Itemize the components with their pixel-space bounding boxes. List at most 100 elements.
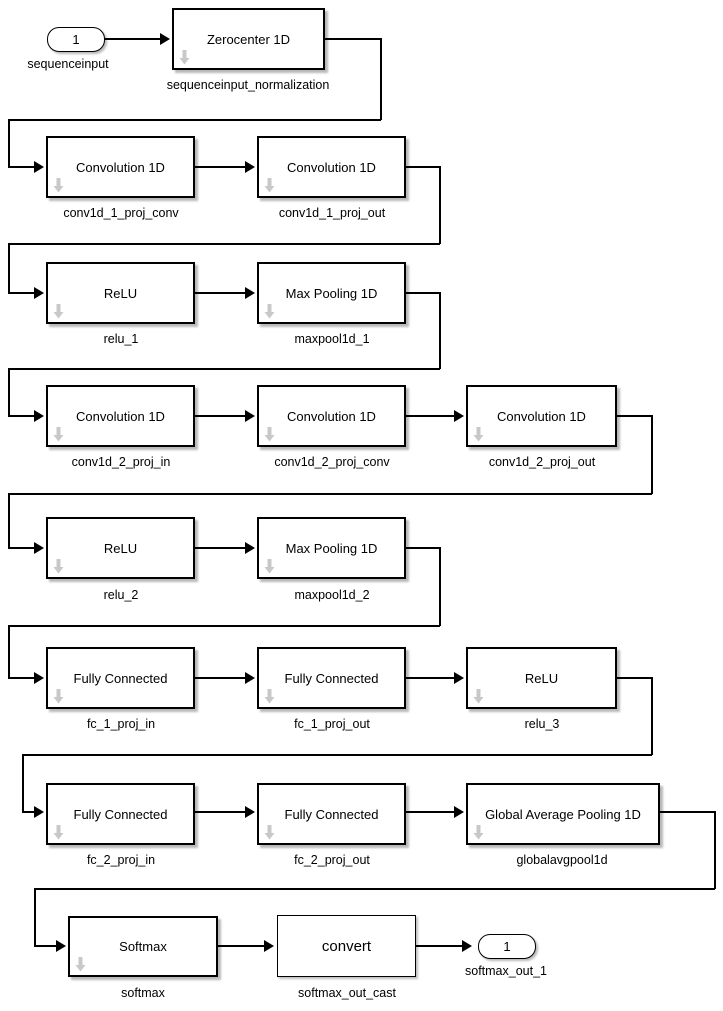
output-port-softmax_out_1[interactable]: 1 xyxy=(478,934,536,959)
caption-fc_1_proj_in: fc_1_proj_in xyxy=(86,717,156,731)
arrow-into-output-port xyxy=(462,940,472,952)
caption-conv1d_2_proj_conv: conv1d_2_proj_conv xyxy=(274,455,390,469)
wire-wrap5-in xyxy=(8,677,36,679)
arrow-into-relu_3 xyxy=(454,672,464,684)
caption-sequenceinput_normalization: sequenceinput_normalization xyxy=(166,78,330,92)
wire-wrap7-drop xyxy=(34,888,36,946)
wire-relu1-to-maxpool1 xyxy=(195,292,247,294)
block-title: Max Pooling 1D xyxy=(285,540,378,556)
wire-wrap5-left xyxy=(8,625,440,627)
down-arrow-icon xyxy=(53,304,64,319)
caption-conv1d_1_proj_conv: conv1d_1_proj_conv xyxy=(63,206,179,220)
wire-wrap4-in xyxy=(8,547,36,549)
arrow-into-softmax_out_cast xyxy=(264,940,274,952)
block-fc_1_proj_out[interactable]: Fully Connected xyxy=(257,647,406,709)
arrow-into-conv1d_2_proj_conv xyxy=(245,410,255,422)
wire-wrap6-down xyxy=(651,677,653,755)
caption-softmax_out_cast: softmax_out_cast xyxy=(298,986,396,1000)
wire-wrap4-down xyxy=(651,415,653,494)
wire-wrap2-left xyxy=(8,243,440,245)
arrow-into-relu_2 xyxy=(34,542,44,554)
caption-fc_2_proj_in: fc_2_proj_in xyxy=(86,853,156,867)
block-fc_2_proj_in[interactable]: Fully Connected xyxy=(46,783,195,845)
block-title: Convolution 1D xyxy=(497,408,586,424)
block-maxpool1d_1[interactable]: Max Pooling 1D xyxy=(257,262,406,324)
block-conv1d_1_proj_conv[interactable]: Convolution 1D xyxy=(46,136,195,198)
caption-relu_2: relu_2 xyxy=(103,588,139,602)
wire-conv1-to-conv1out xyxy=(195,166,247,168)
arrow-into-relu_1 xyxy=(34,287,44,299)
block-fc_2_proj_out[interactable]: Fully Connected xyxy=(257,783,406,845)
down-arrow-icon xyxy=(473,689,484,704)
caption-softmax_out_1: softmax_out_1 xyxy=(465,964,547,978)
input-port-sequenceinput[interactable]: 1 xyxy=(47,27,105,52)
block-title: Fully Connected xyxy=(284,670,379,686)
arrow-into-zerocenter xyxy=(160,33,170,45)
wire-wrap3-in xyxy=(8,415,36,417)
arrow-into-globalavgpool1d xyxy=(454,806,464,818)
caption-fc_2_proj_out: fc_2_proj_out xyxy=(294,853,370,867)
down-arrow-icon xyxy=(264,825,275,840)
wire-wrap5-top xyxy=(406,547,440,549)
down-arrow-icon xyxy=(53,825,64,840)
block-conv1d_2_proj_conv[interactable]: Convolution 1D xyxy=(257,385,406,447)
wire-wrap6-top xyxy=(617,677,652,679)
block-conv1d_2_proj_in[interactable]: Convolution 1D xyxy=(46,385,195,447)
caption-fc_1_proj_out: fc_1_proj_out xyxy=(294,717,370,731)
caption-sequenceinput: sequenceinput xyxy=(27,57,109,71)
down-arrow-icon xyxy=(179,50,190,65)
wire-wrap2-drop xyxy=(8,243,10,293)
block-title: ReLU xyxy=(103,540,138,556)
arrow-into-softmax xyxy=(56,940,66,952)
arrow-into-fc_2_proj_in xyxy=(34,806,44,818)
down-arrow-icon xyxy=(264,427,275,442)
block-title: Convolution 1D xyxy=(76,159,165,175)
block-globalavgpool1d[interactable]: Global Average Pooling 1D xyxy=(466,783,660,845)
down-arrow-icon xyxy=(53,689,64,704)
caption-conv1d_2_proj_in: conv1d_2_proj_in xyxy=(71,455,171,469)
block-relu_2[interactable]: ReLU xyxy=(46,517,195,579)
block-title: Fully Connected xyxy=(284,806,379,822)
wire-wrap7-left xyxy=(34,888,715,890)
wire-wrap4-drop xyxy=(8,493,10,548)
caption-relu_3: relu_3 xyxy=(524,717,560,731)
block-conv1d_1_proj_out[interactable]: Convolution 1D xyxy=(257,136,406,198)
down-arrow-icon xyxy=(473,825,484,840)
wire-wrap6-left xyxy=(22,754,652,756)
block-maxpool1d_2[interactable]: Max Pooling 1D xyxy=(257,517,406,579)
caption-maxpool1d_1: maxpool1d_1 xyxy=(294,332,370,346)
wire-wrap2-down xyxy=(439,166,441,244)
wire-wrap1-down xyxy=(380,38,382,120)
block-title: Global Average Pooling 1D xyxy=(485,806,641,822)
down-arrow-icon xyxy=(264,304,275,319)
wire-wrap7-down xyxy=(714,811,716,889)
wire-wrap2-in xyxy=(8,292,36,294)
block-title: convert xyxy=(321,937,372,955)
wire-wrap3-top xyxy=(406,292,440,294)
down-arrow-icon xyxy=(53,178,64,193)
wire-wrap2-top xyxy=(406,166,440,168)
wire-wrap6-in xyxy=(22,811,36,813)
wire-wrap1-top xyxy=(325,38,381,40)
arrow-into-fc_2_proj_out xyxy=(245,806,255,818)
block-relu_3[interactable]: ReLU xyxy=(466,647,617,709)
arrow-into-maxpool1d_2 xyxy=(245,542,255,554)
block-title: Convolution 1D xyxy=(287,159,376,175)
wire-wrap3-down xyxy=(439,292,441,369)
block-fc_1_proj_in[interactable]: Fully Connected xyxy=(46,647,195,709)
arrow-into-fc_1_proj_out xyxy=(245,672,255,684)
arrow-into-conv1d_1_proj_out xyxy=(245,161,255,173)
wire-wrap5-down xyxy=(439,547,441,626)
caption-softmax: softmax xyxy=(121,986,165,1000)
block-softmax[interactable]: Softmax xyxy=(68,916,218,977)
wire-fc1in-to-fc1out xyxy=(195,677,247,679)
block-relu_1[interactable]: ReLU xyxy=(46,262,195,324)
wire-wrap1-left xyxy=(8,119,381,121)
block-conv1d_2_proj_out[interactable]: Convolution 1D xyxy=(466,385,617,447)
wire-wrap1-drop xyxy=(8,119,10,167)
block-sequenceinput_normalization[interactable]: Zerocenter 1D xyxy=(172,8,325,70)
block-softmax_out_cast[interactable]: convert xyxy=(277,915,416,977)
wire-fc1out-to-relu3 xyxy=(406,677,456,679)
arrow-into-fc_1_proj_in xyxy=(34,672,44,684)
